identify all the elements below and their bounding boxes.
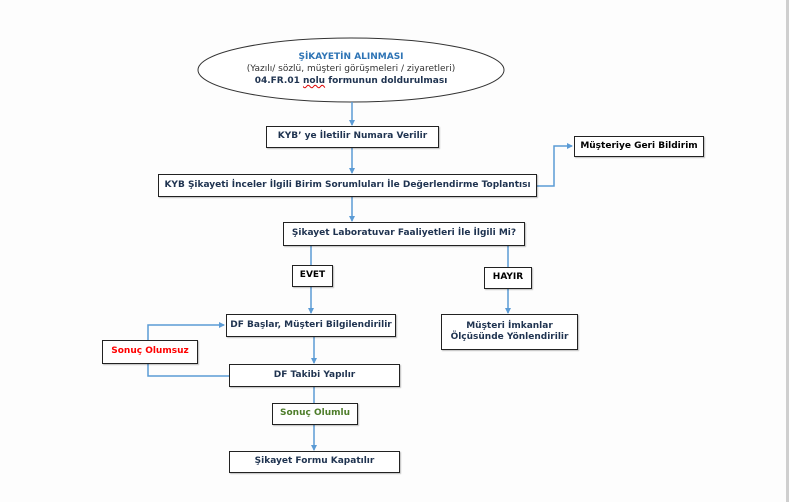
- arrow-review-to-feedback: [537, 143, 573, 187]
- no-box: HAYIR: [484, 267, 532, 289]
- step-review-label: KYB Şikayeti İnceler İlgili Birim Soruml…: [164, 179, 531, 190]
- start-title: ŞİKAYETİN ALINMASI: [298, 52, 404, 63]
- redirect-box: Müşteri İmkanlar Ölçüsünde Yönlendirilir: [441, 314, 578, 350]
- redirect-label-line1: Müşteri İmkanlar: [466, 320, 553, 331]
- spellcheck-word: nolu: [302, 75, 326, 86]
- form-code: 04.FR.01: [254, 75, 303, 86]
- df-start-label: DF Başlar, Müşteri Bilgilendirilir: [230, 319, 392, 330]
- df-start-box: DF Başlar, Müşteri Bilgilendirilir: [226, 314, 396, 337]
- page-edge: [786, 0, 789, 502]
- redirect-label-line2: Ölçüsünde Yönlendirilir: [450, 332, 569, 342]
- negative-result-box: Sonuç Olumsuz: [102, 340, 198, 364]
- start-subtitle: (Yazılı/ sözlü, müşteri görüşmeleri / zi…: [246, 64, 456, 75]
- positive-result-label: Sonuç Olumlu: [280, 408, 350, 419]
- no-label: HAYIR: [492, 272, 524, 283]
- close-form-label: Şikayet Formu Kapatılır: [254, 456, 375, 467]
- close-form-box: Şikayet Formu Kapatılır: [229, 451, 400, 473]
- positive-result-box: Sonuç Olumlu: [272, 403, 358, 425]
- feedback-label: Müşteriye Geri Bildirim: [580, 140, 698, 151]
- feedback-box: Müşteriye Geri Bildirim: [574, 136, 704, 157]
- negative-result-label: Sonuç Olumsuz: [111, 346, 189, 357]
- yes-box: EVET: [292, 265, 333, 287]
- loop-follow-to-negative: [147, 364, 229, 377]
- start-ellipse: [197, 37, 505, 103]
- yes-label: EVET: [299, 270, 326, 281]
- df-follow-box: DF Takibi Yapılır: [229, 364, 400, 387]
- start-form-line: 04.FR.01 nolu formunun doldurulması: [255, 76, 448, 88]
- step-forward-box: KYB’ ye İletilir Numara Verilir: [266, 126, 439, 148]
- decision-label: Şikayet Laboratuvar Faaliyetleri İle İlg…: [291, 228, 517, 239]
- form-text: formunun doldurulması: [325, 75, 448, 86]
- step-review-box: KYB Şikayeti İnceler İlgili Birim Soruml…: [158, 174, 537, 197]
- df-follow-label: DF Takibi Yapılır: [273, 369, 356, 380]
- loop-negative-to-df-start: [147, 322, 225, 340]
- start-node: ŞİKAYETİN ALINMASI (Yazılı/ sözlü, müşte…: [197, 38, 505, 102]
- decision-box: Şikayet Laboratuvar Faaliyetleri İle İlg…: [283, 222, 525, 246]
- step-forward-label: KYB’ ye İletilir Numara Verilir: [277, 131, 428, 142]
